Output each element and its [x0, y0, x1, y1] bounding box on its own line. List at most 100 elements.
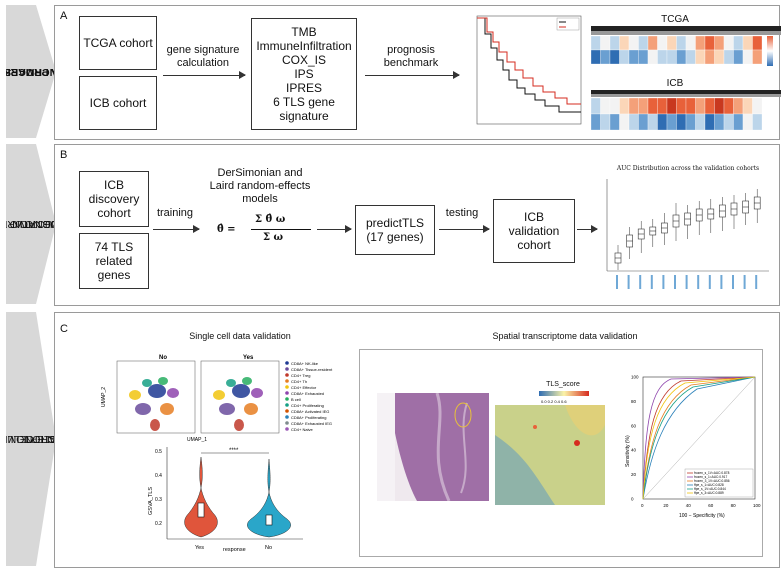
icb-heatmap-cell — [696, 114, 706, 130]
tcga-heatmap-cell — [686, 50, 696, 64]
icb-heatmap-cell — [724, 114, 734, 130]
violin-ytick-1: 0.3 — [155, 497, 162, 503]
auc-xtick — [628, 275, 630, 289]
umap-cluster — [232, 384, 250, 398]
umap-cluster — [150, 419, 160, 431]
boxplot-title: AUC Distribution across the validation c… — [603, 165, 773, 172]
tcga-heatmap-cell — [620, 50, 630, 64]
roc-xtick: 80 — [731, 503, 737, 508]
umap-cluster — [142, 379, 152, 387]
arrow-a1 — [163, 75, 245, 76]
umap-cluster — [213, 390, 225, 400]
umap-legend-swatch — [285, 361, 289, 365]
icb-heatmap-cell — [610, 114, 620, 130]
tcga-heatmap-cell — [753, 50, 763, 64]
tcga-heatmap-cell — [629, 36, 639, 50]
icb-heatmap-cell — [743, 98, 753, 114]
tcga-heatmap-cell — [629, 50, 639, 64]
tcga-heatmap-cell — [658, 36, 668, 50]
tls-score-bar: 0.0 0.2 0.4 0.6 — [539, 391, 589, 405]
umap-legend-label: CD4+ Treg — [291, 373, 310, 378]
umap-legend-swatch — [285, 415, 289, 419]
umap-legend-swatch — [285, 373, 289, 377]
icb-heatmap-cell — [705, 98, 715, 114]
tcga-heatmap — [591, 26, 781, 86]
icb-heatmap-cell — [658, 114, 668, 130]
umap-cluster — [234, 419, 244, 431]
auc-xtick — [674, 275, 676, 289]
tcga-heatmap-cell — [639, 36, 649, 50]
tcga-heatmap-cell — [601, 50, 611, 64]
icb-heatmap-cell — [601, 98, 611, 114]
umap-legend-swatch — [285, 403, 289, 407]
tcga-heatmap-cell — [610, 36, 620, 50]
tcga-heatmap-cell — [743, 50, 753, 64]
signatures-box: TMB ImmuneInfiltration COX_IS IPS IPRES … — [251, 18, 357, 130]
tls-score-ticks: 0.0 0.2 0.4 0.6 — [541, 399, 567, 404]
umap-legend-swatch — [285, 379, 289, 383]
violin-x-label: response — [223, 547, 246, 553]
icb-heatmap-cell — [648, 114, 658, 130]
umap-legend-label: CD4+ Proliferating — [291, 403, 324, 408]
single-cell-title: Single cell data validation — [165, 331, 315, 341]
violin-yes-box — [198, 503, 204, 517]
icb-heatmap-cell — [753, 98, 763, 114]
panel-c: C Single cell data validation Spatial tr… — [54, 312, 780, 568]
auc-xtick — [755, 275, 757, 289]
violin-ytick-0: 0.2 — [155, 521, 162, 527]
roc-legend-label: ffpe_s_3=AUC:0.889 — [694, 491, 724, 495]
tcga-heatmap-cell — [705, 50, 715, 64]
tcga-heatmap-cell — [686, 36, 696, 50]
tcga-heatmap-cell — [705, 36, 715, 50]
panel-a: A TCGA cohort ICB cohort gene signature … — [54, 5, 780, 140]
tcga-heatmap-cell — [677, 50, 687, 64]
arrow-b4 — [577, 229, 597, 230]
panel-b: B ICB discovery cohort 74 TLS related ge… — [54, 144, 780, 306]
umap-cluster — [251, 388, 263, 398]
umap-legend-label: CD8A+ Exhausted IEG — [291, 421, 332, 426]
violin-significance: **** — [229, 448, 239, 454]
icb-heatmap-cell — [629, 98, 639, 114]
icb-heatmap-cell — [686, 98, 696, 114]
km-plot — [463, 8, 585, 136]
icb-cohort-box: ICB cohort — [79, 76, 157, 130]
icb-heatmap-cell — [591, 114, 601, 130]
umap-legend-label: CD4+ Th — [291, 379, 307, 384]
violin-ytick-2: 0.4 — [155, 473, 162, 479]
roc-ytick: 20 — [631, 472, 637, 477]
icb-heatmap-cell — [620, 98, 630, 114]
auc-xtick — [686, 275, 688, 289]
icb-heatmap-title: ICB — [625, 78, 725, 89]
tcga-heatmap-cell — [610, 50, 620, 64]
tcga-heatmap-cell — [743, 36, 753, 50]
umap-cluster — [219, 403, 235, 415]
violin-yes — [185, 457, 218, 537]
umap-cluster — [244, 403, 258, 415]
icb-heatmap-cell — [648, 98, 658, 114]
violin-no-box — [266, 515, 272, 525]
icb-heatmap-cell — [667, 98, 677, 114]
roc-ytick: 40 — [631, 448, 637, 453]
icb-heatmap-cell — [753, 114, 763, 130]
tcga-heatmap-cell — [715, 36, 725, 50]
tcga-heatmap-cell — [724, 50, 734, 64]
he-tissue-image — [377, 393, 489, 501]
validation-box: ICB validation cohort — [493, 199, 575, 263]
icb-heatmap-cell — [734, 98, 744, 114]
umap-legend-label: CD4+ Naive — [291, 427, 313, 432]
icb-heatmap-cell — [734, 114, 744, 130]
tcga-heatmap-cell — [753, 36, 763, 50]
icb-heatmap-cell — [629, 114, 639, 130]
section-a-label: DATA PROCESS ANDBENCHMARK — [19, 18, 43, 125]
auc-xtick — [639, 275, 641, 289]
umap-legend-label: CD8A+ Exhausted — [291, 391, 324, 396]
prognosis-label: prognosis benchmark — [363, 44, 459, 70]
icb-heatmap-cell — [724, 98, 734, 114]
tcga-heatmap-cell — [677, 36, 687, 50]
spatial-spots — [495, 405, 605, 505]
umap-plot: No Yes UMAP_2 UMAP_1 CD8A+ NK-likeCD8A+ … — [91, 351, 341, 443]
icb-heatmap-cell — [610, 98, 620, 114]
tcga-heatmap-cell — [724, 36, 734, 50]
auc-xtick — [651, 275, 653, 289]
violin-xcat-no: No — [265, 545, 272, 551]
